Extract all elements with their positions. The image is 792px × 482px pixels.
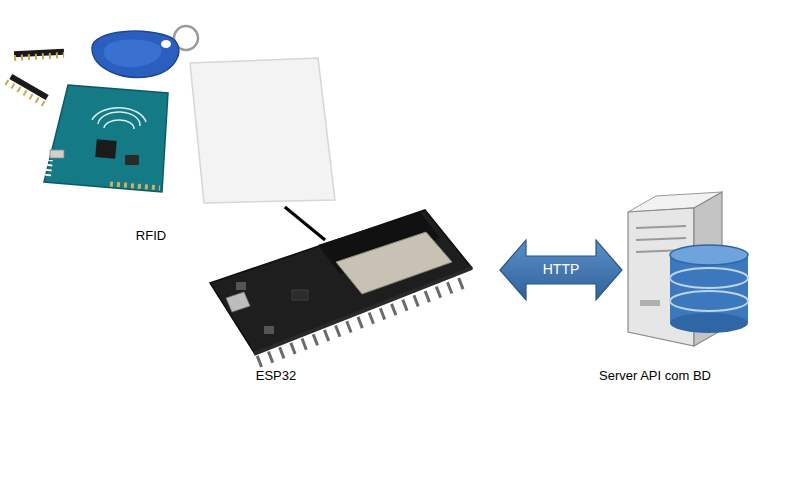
device-node: Server API com BD: [622, 190, 747, 350]
connector-line: [285, 207, 325, 240]
node-caption: RFID: [121, 228, 181, 244]
rfid-module: [44, 85, 168, 192]
http-arrow: [500, 240, 622, 300]
rfid-card: [190, 58, 335, 203]
rfid-keyfob: [92, 26, 198, 77]
edge-label: HTTP: [543, 261, 580, 277]
pin-header: [14, 49, 64, 58]
device-node: ESP32: [205, 240, 500, 360]
node-caption: ESP32: [246, 368, 306, 384]
database-cylinder: [670, 245, 748, 333]
device-node: RFID: [5, 25, 335, 207]
node-caption: Server API com BD: [585, 368, 725, 384]
pin-header: [6, 74, 49, 104]
esp32-board: [210, 210, 472, 362]
